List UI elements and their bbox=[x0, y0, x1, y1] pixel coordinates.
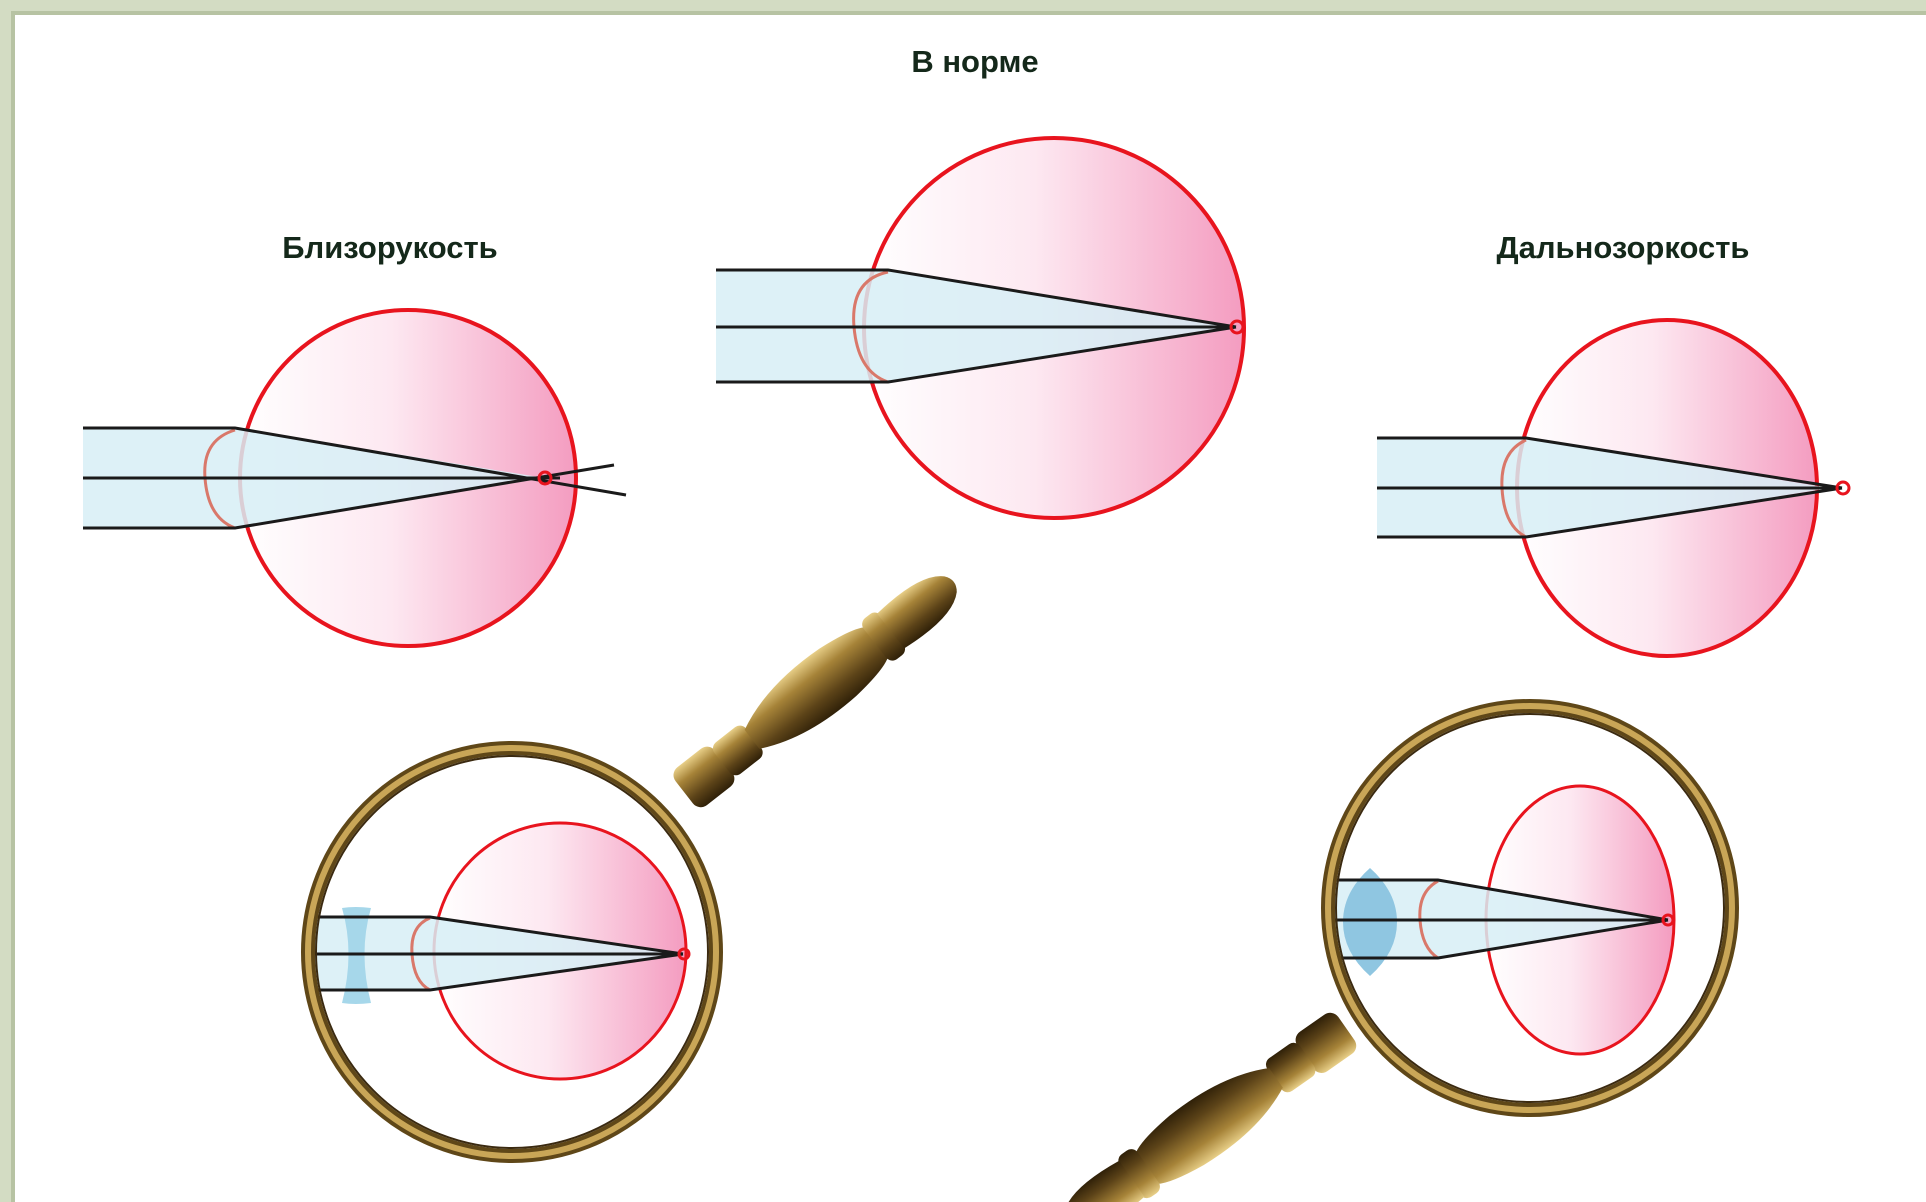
label-myopia: Близорукость bbox=[282, 230, 498, 266]
magnifier-right-handle bbox=[1049, 1003, 1364, 1202]
eye-myopia-icon bbox=[83, 310, 626, 646]
eye-normal-icon bbox=[716, 138, 1244, 518]
eye-hyperopia-icon bbox=[1377, 320, 1849, 656]
label-hyperopia: Дальнозоркость bbox=[1497, 230, 1750, 266]
label-normal: В норме bbox=[911, 44, 1038, 80]
magnifier-convex-correction-icon bbox=[1049, 706, 1732, 1202]
magnifier-left-handle bbox=[665, 558, 972, 817]
